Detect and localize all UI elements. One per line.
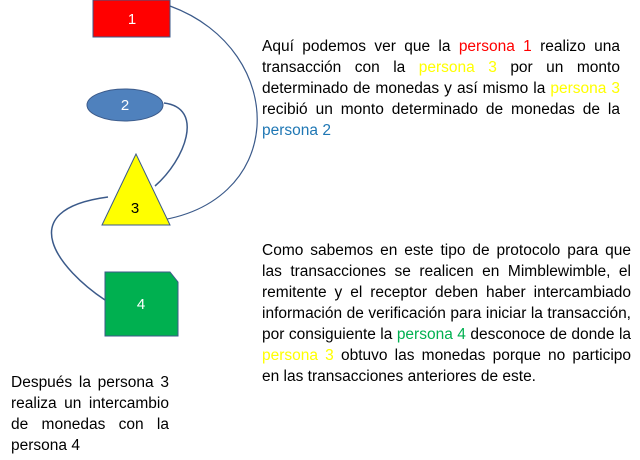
shape-persona-2-label: 2 bbox=[121, 97, 129, 114]
paragraph-exchange: Después la persona 3 realiza un intercam… bbox=[11, 374, 169, 454]
shape-persona-3-label: 3 bbox=[131, 200, 139, 217]
p1-persona-3-b: persona 3 bbox=[550, 80, 620, 97]
p1-persona-1: persona 1 bbox=[458, 38, 532, 55]
p2-text-5: obtuvo las monedas porque no participo e… bbox=[262, 347, 631, 385]
shape-persona-1 bbox=[92, 0, 171, 38]
p1-text-5: por un monto determinado de monedas y as… bbox=[262, 59, 620, 97]
shape-persona-4-label: 4 bbox=[137, 296, 145, 313]
p2-text-1: Como sabemos en este tipo de protocolo p… bbox=[262, 242, 631, 343]
p1-persona-2: persona 2 bbox=[262, 122, 331, 139]
p2-text-3: desconoce de donde la bbox=[465, 326, 632, 343]
p1-text-7: recibió un monto determinado de monedas … bbox=[262, 101, 620, 118]
shape-persona-2 bbox=[86, 88, 164, 122]
p1-text-1: Aquí podemos ver que la bbox=[262, 38, 459, 55]
shape-persona-4 bbox=[104, 271, 179, 337]
p2-persona-3: persona 3 bbox=[262, 347, 334, 364]
shape-persona-3 bbox=[101, 152, 171, 226]
p2-persona-4: persona 4 bbox=[396, 326, 466, 343]
connector-2-to-3 bbox=[154, 102, 188, 187]
connector-3-to-4 bbox=[50, 196, 109, 301]
shape-persona-1-label: 1 bbox=[128, 11, 136, 28]
p1-text-3: realizo una transacción con la bbox=[262, 38, 620, 76]
paragraph-protocol: Como sabemos en este tipo de protocolo p… bbox=[262, 240, 631, 387]
p1-persona-3-a: persona 3 bbox=[418, 59, 497, 76]
paragraph-transaction-1: Aquí podemos ver que la persona 1 realiz… bbox=[262, 36, 620, 141]
connector-1-to-3 bbox=[145, 5, 258, 223]
